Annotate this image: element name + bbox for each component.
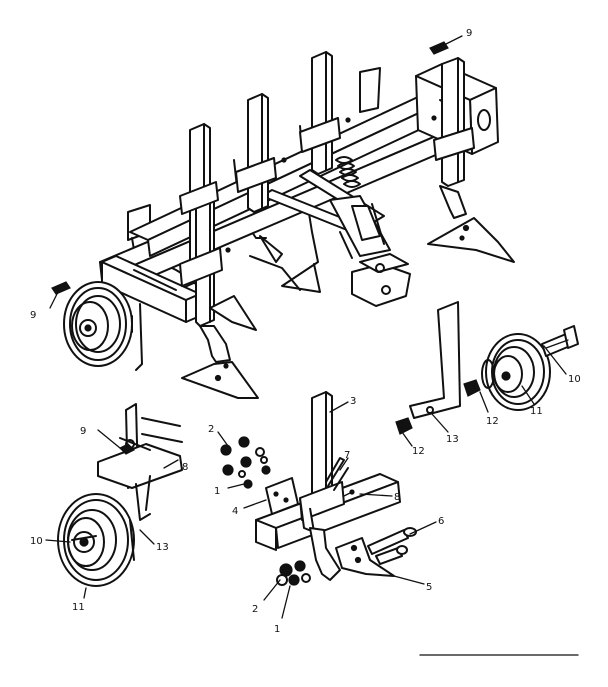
callout-2-upper: 2 bbox=[208, 424, 214, 435]
callout-8-right: 8 bbox=[394, 492, 400, 503]
bolt-left bbox=[51, 281, 71, 295]
callouts: 9 9 10 11 12 12 13 3 7 8 6 5 2 1 4 2 1 9… bbox=[30, 28, 581, 635]
callout-11-right: 11 bbox=[530, 406, 543, 417]
left-wheel-bracket-detail bbox=[57, 403, 183, 587]
center-standard-detail bbox=[220, 391, 417, 586]
callout-13-right: 13 bbox=[446, 434, 459, 445]
rear-right-sweep bbox=[427, 185, 515, 263]
callout-8-left: 8 bbox=[182, 462, 188, 473]
callout-3: 3 bbox=[350, 396, 356, 407]
rear-beam bbox=[129, 95, 441, 257]
callout-2-lower: 2 bbox=[252, 604, 258, 615]
callout-9-lower: 9 bbox=[80, 426, 86, 437]
callout-6: 6 bbox=[438, 516, 444, 527]
callout-9-top: 9 bbox=[466, 28, 472, 39]
front-left-sweep bbox=[181, 325, 259, 399]
callout-9-left: 9 bbox=[30, 310, 36, 321]
hitch-plate bbox=[351, 253, 411, 307]
main-left-wheel bbox=[63, 281, 143, 371]
center-spring bbox=[335, 156, 361, 188]
callout-13-left: 13 bbox=[156, 542, 169, 553]
callout-7: 7 bbox=[344, 450, 350, 461]
callout-5: 5 bbox=[426, 582, 432, 593]
cultivator-frame bbox=[99, 51, 515, 399]
callout-10-right: 10 bbox=[568, 374, 581, 385]
middle-sweeps bbox=[209, 235, 283, 331]
clamps bbox=[179, 115, 475, 287]
right-wheel-exploded bbox=[395, 301, 579, 435]
callout-12-b: 12 bbox=[412, 446, 425, 457]
callout-11-left: 11 bbox=[72, 602, 85, 613]
leader-lines bbox=[45, 35, 567, 619]
callout-12-a: 12 bbox=[486, 416, 499, 427]
bolt-top-right bbox=[429, 41, 449, 55]
callout-10-left: 10 bbox=[30, 536, 43, 547]
callout-1-upper: 1 bbox=[214, 486, 220, 497]
hitch-brace bbox=[261, 169, 391, 259]
callout-1-lower: 1 bbox=[274, 624, 280, 635]
callout-4: 4 bbox=[232, 506, 238, 517]
